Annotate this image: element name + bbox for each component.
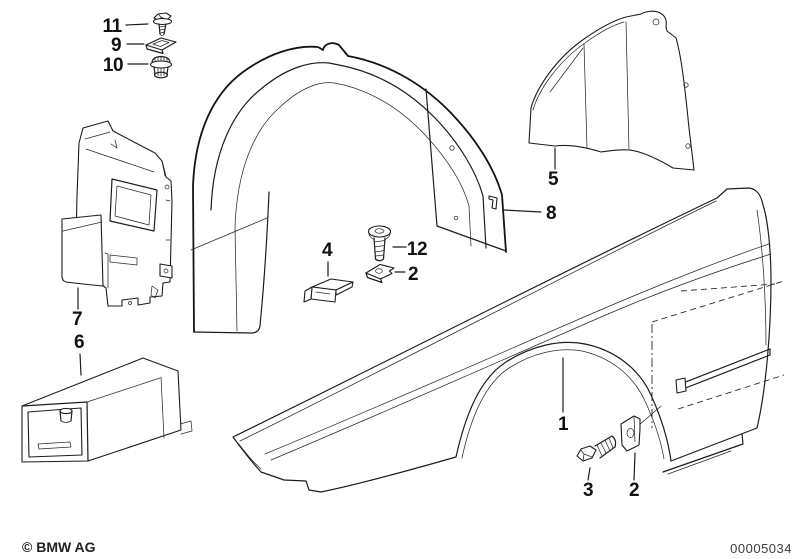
- clip-nut-icon: [365, 263, 395, 284]
- callout-11[interactable]: 11: [102, 16, 149, 37]
- callout-2-mid[interactable]: 2: [394, 264, 419, 285]
- callout-12-label[interactable]: 12: [407, 239, 428, 260]
- callout-8-label[interactable]: 8: [546, 203, 557, 224]
- callout-4[interactable]: 4: [322, 240, 334, 277]
- hex-bolt-icon: [576, 435, 617, 462]
- fender-clip-icon: [620, 415, 641, 452]
- callout-3[interactable]: 3: [583, 467, 594, 501]
- callout-8[interactable]: 8: [503, 203, 557, 224]
- callout-9[interactable]: 9: [111, 35, 145, 56]
- speed-nut-icon: [145, 37, 177, 55]
- callout-5-label[interactable]: 5: [548, 169, 560, 190]
- callout-11-label[interactable]: 11: [102, 16, 123, 37]
- grommet-icon: [149, 55, 173, 79]
- front-fender-drawing: [232, 187, 785, 493]
- callout-2-mid-label[interactable]: 2: [408, 264, 419, 285]
- callout-2-bottom-label[interactable]: 2: [629, 480, 640, 501]
- side-panel-bracket-drawing: [61, 120, 173, 307]
- copyright-text: © BMW AG: [22, 539, 96, 555]
- wheel-arch-liner-drawing: [190, 42, 507, 334]
- splash-shield-drawing: [528, 10, 695, 171]
- air-duct-drawing: [21, 357, 193, 463]
- callout-7[interactable]: 7: [72, 287, 83, 330]
- callout-10-label[interactable]: 10: [103, 55, 124, 76]
- callout-1-label[interactable]: 1: [558, 414, 570, 435]
- callout-12[interactable]: 12: [392, 239, 428, 260]
- callout-9-label[interactable]: 9: [111, 35, 122, 56]
- drawing-number: 00005034: [730, 541, 792, 556]
- callout-4-label[interactable]: 4: [322, 240, 334, 261]
- screw-icon: [152, 12, 173, 36]
- callout-3-label[interactable]: 3: [583, 480, 594, 501]
- callout-6-label[interactable]: 6: [74, 332, 85, 353]
- callout-5[interactable]: 5: [548, 147, 560, 190]
- torx-screw-icon: [367, 225, 392, 262]
- clamp-clip-icon: [303, 278, 354, 303]
- door-gap-dashed-line: [651, 280, 785, 323]
- callout-6[interactable]: 6: [74, 332, 85, 376]
- side-trim-strip: [675, 348, 771, 394]
- callout-10[interactable]: 10: [103, 55, 149, 76]
- callout-7-label[interactable]: 7: [72, 309, 83, 330]
- callout-2-bottom[interactable]: 2: [629, 452, 640, 501]
- callout-1[interactable]: 1: [558, 357, 570, 435]
